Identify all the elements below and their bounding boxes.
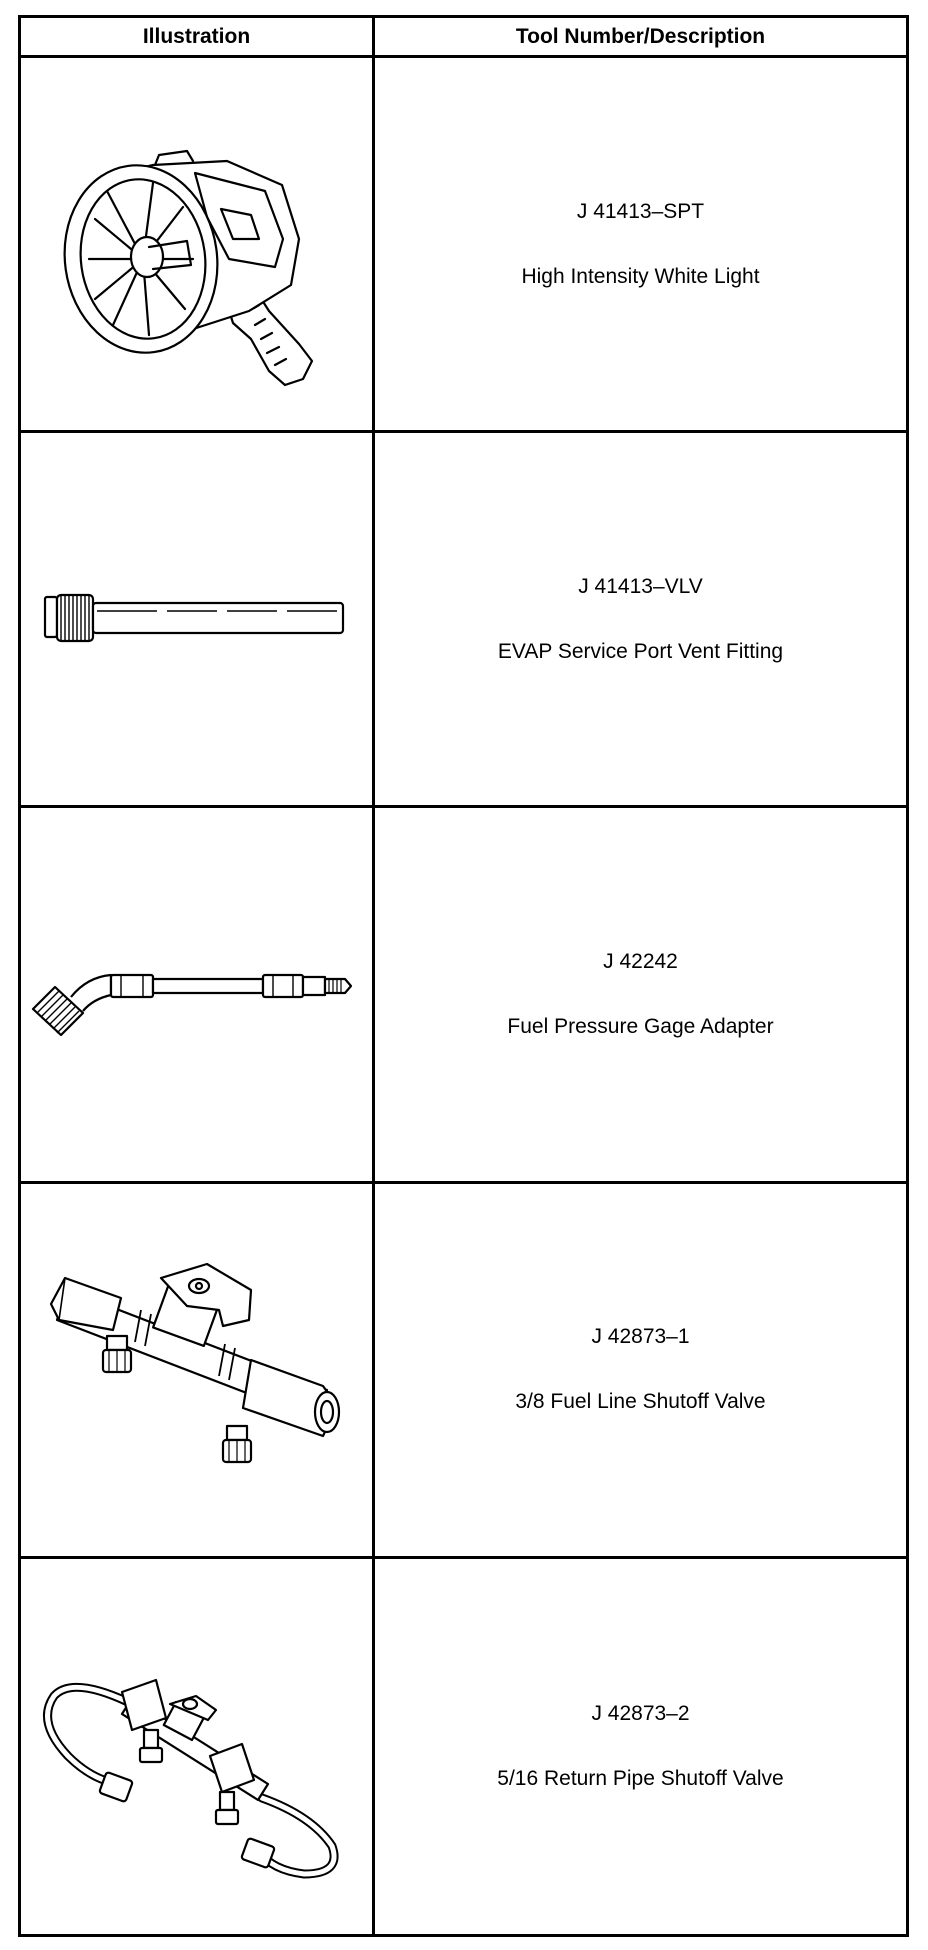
description-cell: J 41413–SPT High Intensity White Light xyxy=(375,58,906,434)
tool-number: J 42873–2 xyxy=(591,1701,690,1725)
illustration-cell xyxy=(21,1558,375,1934)
spotlight-icon xyxy=(37,99,357,389)
shutoff-valve-icon xyxy=(37,1250,357,1490)
tool-description: High Intensity White Light xyxy=(521,264,760,288)
tool-number: J 41413–SPT xyxy=(576,199,705,223)
description-cell: J 41413–VLV EVAP Service Port Vent Fitti… xyxy=(375,433,906,809)
header-tool-description: Tool Number/Description xyxy=(375,18,906,58)
return-pipe-valve-icon xyxy=(32,1606,362,1886)
tool-number: J 42242 xyxy=(603,949,678,973)
gage-adapter-icon xyxy=(27,939,367,1049)
illustration-cell xyxy=(21,58,375,434)
tool-description: 5/16 Return Pipe Shutoff Valve xyxy=(497,1766,784,1790)
tool-number: J 41413–VLV xyxy=(578,574,703,598)
description-cell: J 42242 Fuel Pressure Gage Adapter xyxy=(375,808,906,1184)
description-cell: J 42873–2 5/16 Return Pipe Shutoff Valve xyxy=(375,1559,906,1934)
illustration-cell xyxy=(21,808,375,1184)
header-illustration: Illustration xyxy=(21,18,375,58)
tool-description: Fuel Pressure Gage Adapter xyxy=(507,1014,774,1038)
tool-table: Illustration Tool Number/Description J 4… xyxy=(18,15,909,1937)
illustration-cell xyxy=(21,433,375,809)
tool-number: J 42873–1 xyxy=(591,1325,690,1349)
vent-fitting-icon xyxy=(37,579,357,659)
tool-description: EVAP Service Port Vent Fitting xyxy=(497,639,784,663)
description-cell: J 42873–1 3/8 Fuel Line Shutoff Valve xyxy=(375,1184,906,1559)
tool-description: 3/8 Fuel Line Shutoff Valve xyxy=(515,1390,766,1414)
illustration-cell xyxy=(21,1183,375,1559)
